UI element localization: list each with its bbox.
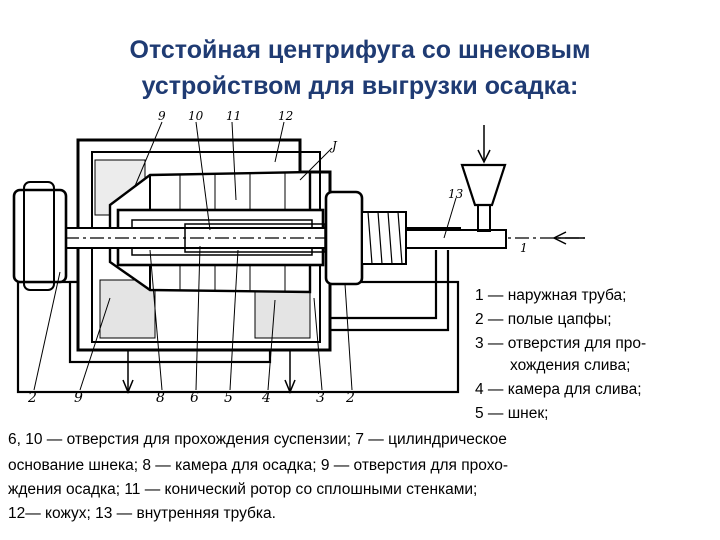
callout-5: 5: [224, 390, 233, 406]
callout-6: 6: [190, 390, 199, 406]
legend-item-1: 1 — наружная труба;: [475, 287, 627, 304]
legend-item-4: 4 — камера для слива;: [475, 381, 642, 398]
callout-8: 8: [156, 390, 165, 406]
callout-2-left: 2: [27, 390, 37, 406]
callout-2-right: 2: [345, 390, 355, 406]
legend-item-6-7: 6, 10 — отверстия для прохождения суспен…: [8, 431, 507, 448]
callout-labels: 2 9 8 6 5 4 3 2 9 10 11 12 J 13 1: [27, 109, 528, 406]
callout-4: 4: [261, 390, 271, 406]
callout-3-bottom: 3: [316, 390, 325, 406]
legend-item-12-13: 12— кожух; 13 — внутренняя трубка.: [8, 505, 276, 522]
callout-3-top: J: [329, 139, 338, 153]
legend-item-7-9: основание шнека; 8 — камера для осадка; …: [8, 457, 509, 474]
title-line-2: устройством для выгрузки осадка:: [141, 72, 579, 100]
legend-item-3-cont: хождения слива;: [510, 357, 631, 374]
title-line-1: Отстойная центрифуга со шнековым: [129, 36, 591, 64]
legend-item-5: 5 — шнек;: [475, 405, 549, 422]
drain-pipe: [330, 250, 450, 332]
callout-10: 10: [188, 109, 204, 123]
legend-item-2: 2 — полые цапфы;: [475, 311, 612, 328]
feed-tube: [405, 125, 585, 249]
right-bearing: [324, 190, 407, 286]
leader-lines: [33, 121, 457, 391]
callout-13: 13: [448, 187, 464, 201]
slide-title: Отстойная центрифуга со шнековым устройс…: [0, 32, 720, 104]
callout-12: 12: [278, 109, 293, 123]
left-bearing: [12, 181, 68, 291]
callout-9-top: 9: [158, 109, 166, 123]
legend-item-3: 3 — отверстия для про-: [475, 335, 647, 352]
legend-item-9-11: ждения осадка; 11 — конический ротор со …: [8, 481, 478, 498]
callout-1: 1: [520, 241, 528, 255]
outlet-arrows: [122, 350, 296, 394]
centrifuge-diagram: 2 9 8 6 5 4 3 2 9 10 11 12 J 13 1: [12, 109, 585, 406]
callout-9-bottom: 9: [74, 390, 83, 406]
callout-11: 11: [226, 109, 241, 123]
